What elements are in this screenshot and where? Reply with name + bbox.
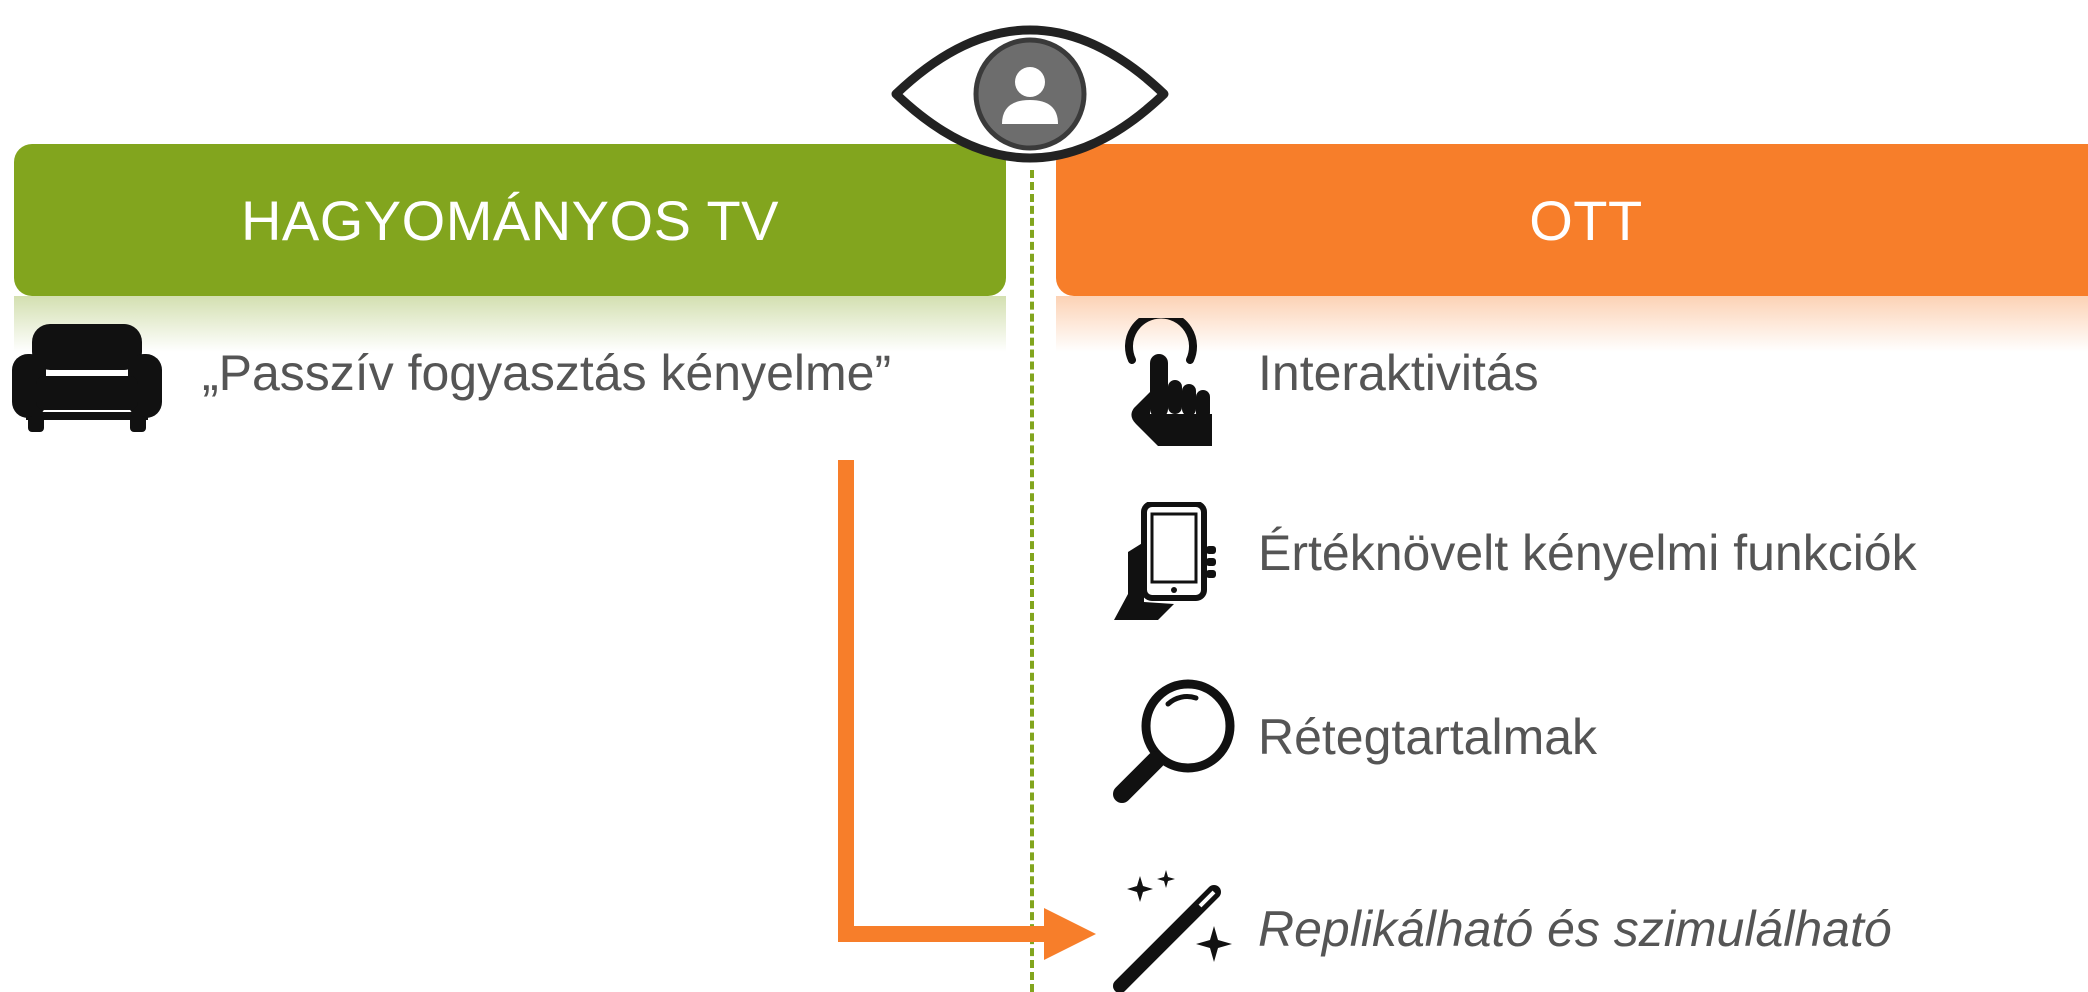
header-shadow (1056, 296, 2088, 352)
header-ott: OTT (1056, 144, 2088, 296)
sofa-icon (12, 324, 162, 432)
header-hagyomanyos-tv: HAGYOMÁNYOS TV (14, 144, 1006, 296)
header-title: HAGYOMÁNYOS TV (240, 188, 780, 252)
arrow-connector (838, 460, 1096, 960)
magic-wand-icon (1113, 870, 1232, 992)
center-divider (1030, 170, 1034, 992)
feature-erteknovelt-funkciok: Értéknövelt kényelmi funkciók (1258, 525, 1917, 581)
feature-replikalhato: Replikálható és szimulálható (1258, 901, 1892, 957)
feature-retegtartalmak: Rétegtartalmak (1258, 709, 1598, 765)
feature-interaktivitas: Interaktivitás (1258, 345, 1539, 401)
header-shadow (14, 296, 1006, 352)
touch-hand-icon (1125, 318, 1212, 446)
header-title: OTT (1529, 188, 1643, 252)
feature-passziv-fogyasztas: „Passzív fogyasztás kényelme” (202, 345, 892, 401)
smartphone-hand-icon (1114, 502, 1216, 620)
magnifier-icon (1113, 679, 1235, 803)
eye-user-icon (891, 25, 1169, 163)
